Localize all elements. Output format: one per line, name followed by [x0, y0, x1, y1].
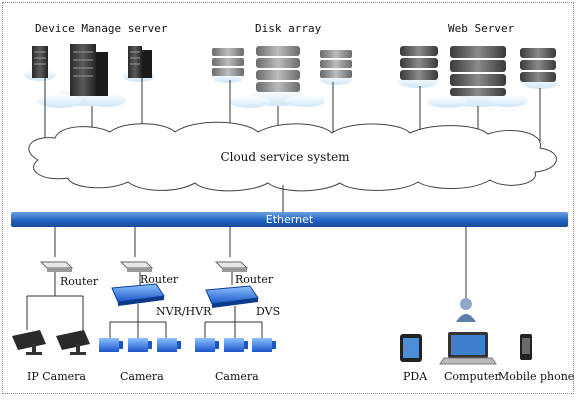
ip-camera-icon: [56, 330, 90, 355]
server-tower-icon: [32, 46, 48, 78]
rack-server-icon: [400, 46, 438, 80]
ip-camera-icon: [12, 330, 46, 355]
camera-label: Camera: [120, 370, 164, 383]
cloud-label: Cloud service system: [220, 150, 350, 164]
disk-stack-icon: [320, 50, 352, 78]
ethernet-label: Ethernet: [265, 213, 314, 226]
camera-label: Camera: [215, 370, 259, 383]
box-camera-icon: [195, 338, 219, 352]
router-icon: [39, 261, 74, 272]
pda-icon: [400, 334, 422, 362]
box-camera-icon: [252, 338, 276, 352]
mobile-phone-icon: [520, 334, 532, 360]
ip-camera-label: IP Camera: [27, 370, 86, 383]
disk-stack-icon: [212, 48, 244, 76]
web-server-title: Web Server: [448, 22, 515, 35]
disk-stack-icon: [256, 46, 300, 92]
laptop-icon: [439, 332, 497, 365]
user-icon: [456, 298, 476, 322]
device-manage-title: Device Manage server: [35, 22, 168, 35]
box-camera-icon: [224, 338, 248, 352]
rack-server-icon: [450, 46, 506, 96]
server-tower-icon: [70, 44, 96, 96]
disk-array-title: Disk array: [255, 22, 322, 35]
cloud-icon: [28, 121, 557, 192]
box-camera-icon: [157, 338, 181, 352]
box-camera-icon: [128, 338, 152, 352]
mobile-phone-label: Mobile phone: [498, 370, 575, 383]
pda-label: PDA: [403, 370, 428, 383]
web-servers: [398, 46, 558, 108]
diagram-frame: [2, 2, 574, 394]
router-label: Router: [235, 273, 274, 286]
router-icon: [119, 261, 154, 272]
dvs-device-icon: [205, 285, 259, 308]
ethernet-drops: [54, 227, 467, 298]
disk-array-servers: [212, 46, 352, 108]
device-manage-servers: [24, 44, 155, 108]
router-icon: [214, 261, 249, 272]
dvs-label: DVS: [256, 305, 281, 318]
nvr-device-icon: [111, 283, 165, 306]
router-label: Router: [140, 273, 179, 286]
nvr-label: NVR/HVR: [156, 305, 212, 318]
ethernet-bar: Ethernet: [11, 212, 568, 227]
router-label: Router: [60, 275, 99, 288]
computer-label: Computer: [444, 370, 500, 383]
server-tower-icon: [128, 46, 142, 78]
box-camera-icon: [99, 338, 123, 352]
rack-server-icon: [520, 48, 556, 82]
